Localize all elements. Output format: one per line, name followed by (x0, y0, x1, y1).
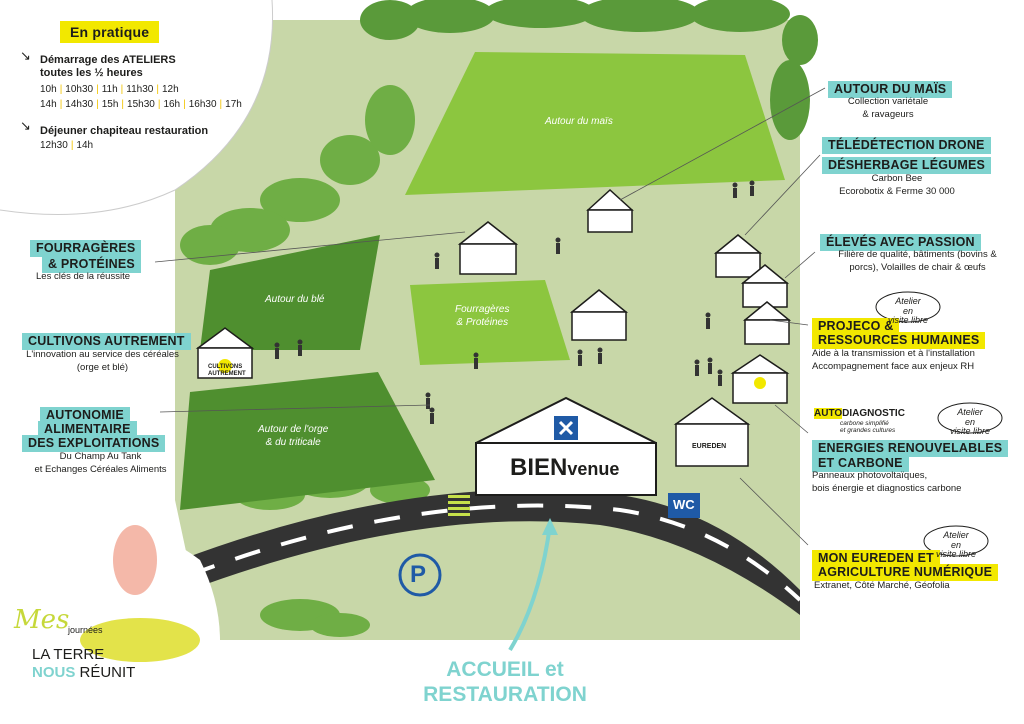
tent-eleves (713, 234, 763, 278)
logo-pink-leaf (113, 525, 157, 595)
stand-eleves-desc: Filière de qualité, bâtiments (bovins &p… (838, 249, 997, 273)
field-label-orge: Autour de l'orge& du triticale (258, 424, 329, 448)
stand-fourrageres-title-1: FOURRAGÈRES (30, 240, 142, 257)
field-ble (200, 235, 380, 350)
stand-autonomie-title-3: DES EXPLOITATIONS (22, 435, 166, 452)
field-mais (405, 52, 785, 195)
parking-icon (398, 553, 442, 597)
stand-energies-title-1: ENERGIES RENOUVELABLES (812, 440, 1009, 457)
logo-nous-reunit: NOUS RÉUNIT (32, 664, 136, 681)
times-row-2: 14h|14h30|15h|15h30|16h|16h30|17h (40, 99, 242, 110)
tent-fourrageres (457, 221, 519, 275)
arrow-icon-lunch: ↘ (20, 118, 31, 133)
stand-eureden-title-2: AGRICULTURE NUMÉRIQUE (812, 564, 999, 581)
logo-journees: journées (68, 625, 103, 635)
arrow-icon-workshops: ↘ (20, 48, 31, 63)
autodiagnostic-logo: AUTODIAGNOSTIC (814, 408, 905, 419)
workshops-heading-line2: toutes les ½ heures (40, 67, 143, 79)
stand-drone-title-2: DÉSHERBAGE LÉGUMES (822, 157, 992, 174)
road-markings (189, 503, 802, 602)
tent-autonomie (569, 289, 629, 341)
stand-cultivons-desc: L'innovation au service des céréales(org… (26, 349, 179, 373)
stand-projeco-title-2: RESSOURCES HUMAINES (812, 332, 986, 349)
tree-band-top (360, 0, 790, 40)
tent-mais (586, 188, 634, 233)
logo-mes: Mes (14, 605, 70, 635)
practical-title: En pratique (60, 21, 160, 43)
leader-lines (154, 87, 826, 546)
field-label-ble: Autour du blé (265, 294, 325, 305)
stand-mais-title: AUTOUR DU MAÏS (828, 81, 953, 98)
people (274, 180, 755, 424)
tent-cultivons (195, 327, 255, 379)
parking-label: P (410, 561, 427, 588)
stand-projeco-desc: Aide à la transmission et à l'installati… (812, 348, 975, 372)
stand-fourrageres-title-2: & PROTÉINES (42, 256, 141, 273)
stand-energies-desc: Panneaux photovoltaïques,bois énergie et… (812, 470, 962, 494)
entrance-arrow (508, 524, 552, 652)
tree-band-right (770, 15, 818, 140)
tent-projeco (742, 301, 792, 345)
stand-projeco-title-1: PROJECO & (812, 318, 900, 335)
tent-eureden (673, 397, 751, 467)
stand-mais-desc: Collection variétale& ravageurs (847, 96, 929, 120)
stand-eureden-desc: Extranet, Côté Marché, Géofolia (814, 580, 950, 591)
logo-yellow-leaf (80, 618, 200, 662)
field-label-fourrageres: Fourragères& Protéines (455, 304, 510, 328)
lunch-heading: Déjeuner chapiteau restauration (40, 125, 209, 137)
field-fourrageres (410, 280, 570, 365)
tent-bienvenue (475, 396, 657, 496)
wc-label: WC (673, 497, 695, 512)
stand-autonomie-title-1: AUTONOMIE (40, 407, 130, 424)
stand-cultivons-title: CULTIVONS AUTREMENT (22, 333, 191, 350)
tent-label-eureden: EUREDEN (692, 443, 727, 450)
logo-la-terre: LA TERRE (32, 646, 105, 663)
stand-fourrageres-desc: Les clés de la réussite (36, 271, 130, 282)
workshops-heading: Démarrage des ATELIERS toutes les ½ heur… (40, 54, 176, 80)
lunch-times: 12h30|14h (40, 140, 94, 151)
wc-icon (668, 493, 700, 518)
crosswalk (448, 495, 470, 516)
tent-label-bienvenue: BIENvenue (510, 454, 620, 481)
logo-panel (0, 515, 220, 724)
stand-eureden-title-1: MON EUREDEN ET (812, 550, 941, 567)
practical-panel (0, 0, 273, 215)
stand-drone-title-1: TÉLÉDÉTECTION DRONE (822, 137, 991, 154)
stand-autonomie-title-2: ALIMENTAIRE (38, 421, 137, 438)
tent-energies (730, 354, 790, 404)
road (180, 489, 800, 615)
times-row-1: 10h|10h30|11h|11h30|12h (40, 84, 179, 95)
field-label-mais: Autour du maïs (545, 116, 613, 127)
stand-eleves-title: ÉLEVÉS AVEC PASSION (820, 234, 981, 251)
workshops-heading-line1: Démarrage des ATELIERS (40, 54, 176, 66)
stand-energies-title-2: ET CARBONE (812, 455, 909, 472)
tree-band-left (180, 85, 415, 265)
